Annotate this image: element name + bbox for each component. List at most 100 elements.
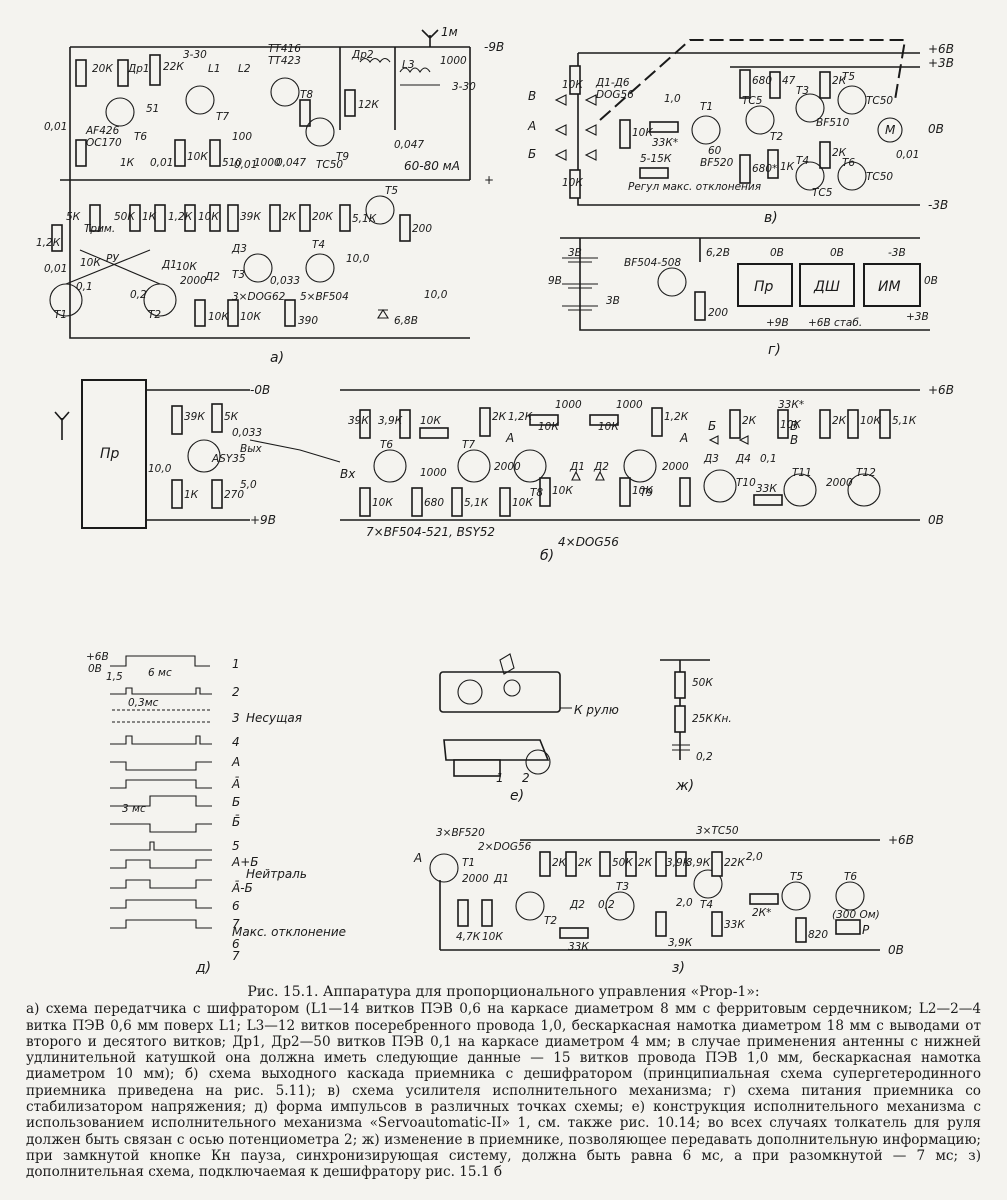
label-d-neutral: Нейтраль xyxy=(246,867,307,881)
label-v-r10k: 10К xyxy=(562,79,583,91)
schematic-g xyxy=(560,237,930,331)
label-a-l3: L3 xyxy=(402,59,415,71)
label-b-transistors: 7×BF504-521, BSY52 xyxy=(366,525,495,539)
schematic-z-labels: +6В 0В 3×BF520 2×DOG56 3×TC50 А T1 2000 … xyxy=(413,825,914,976)
label-a-r100: 100 xyxy=(232,131,252,143)
label-b-r5k: 5К xyxy=(224,411,239,423)
label-a-bf504: 5×BF504 xyxy=(300,291,349,303)
label-b-in: Вх xyxy=(340,467,356,481)
label-v-dog56: DOG56 xyxy=(596,89,634,101)
label-z-dog56: 2×DOG56 xyxy=(478,841,532,853)
label-v-rail-0v: 0В xyxy=(928,122,944,136)
drawing-e xyxy=(439,653,572,777)
schematic-zh xyxy=(660,659,710,760)
label-a-dr2: Др2 xyxy=(351,49,374,61)
label-a-t9: T9 xyxy=(336,151,349,163)
label-b-r680: 680 xyxy=(424,497,444,509)
label-a-r12k-c: 1,2К xyxy=(168,211,193,223)
label-g-bf504: BF504-508 xyxy=(624,257,681,269)
label-z-r2k-b: 2К xyxy=(578,857,593,869)
label-a-c001c: 0,01 xyxy=(234,159,257,171)
label-b-r1k: 1К xyxy=(184,489,199,501)
label-b-c1000c: 1000 xyxy=(420,467,447,479)
label-a-r10k-c: 10К xyxy=(208,311,229,323)
drawing-e-labels: К рулю 1 2 е) xyxy=(496,703,619,804)
label-d-trace-a: А xyxy=(231,755,240,769)
label-d-trace-3: 3 xyxy=(232,711,240,725)
label-b-rail-6v: +6В xyxy=(928,383,954,397)
label-a-oc170: OC170 xyxy=(86,137,122,149)
label-v-r1k: 1К xyxy=(780,161,795,173)
label-d-trace-6b: 6 xyxy=(232,937,240,951)
block-pr-b xyxy=(81,379,147,529)
panel-label-z: з) xyxy=(672,960,685,976)
label-b-r10k-b: 10К xyxy=(538,421,559,433)
label-z-300ohm: (300 Ом) xyxy=(832,909,880,921)
label-zh-25k: 25К xyxy=(692,713,713,725)
label-a-t4: T4 xyxy=(312,239,325,251)
label-g-block-dsh: ДШ xyxy=(813,279,840,295)
panel-label-e: е) xyxy=(510,788,524,804)
label-b-c10: 10,0 xyxy=(148,463,172,475)
schematic-z xyxy=(429,839,880,951)
label-v-rail-6v: +6В xyxy=(928,42,954,56)
label-g-9v-b: +9В xyxy=(766,317,789,329)
label-a-d1: Д1 xyxy=(161,259,177,271)
schematic-v xyxy=(554,39,920,206)
label-z-rail-6v: +6В xyxy=(888,833,914,847)
label-a-r200: 200 xyxy=(412,223,432,235)
label-v-r47: 47 xyxy=(782,75,796,87)
label-d-trace-b: Б xyxy=(232,795,240,809)
label-b-t12: T12 xyxy=(856,467,876,479)
label-a-dr1: Др1 xyxy=(127,63,150,75)
label-g-r200: 200 xyxy=(708,307,728,319)
panel-label-d: д) xyxy=(195,960,211,976)
label-g-3v: 3В xyxy=(568,247,582,259)
label-a-t7: T7 xyxy=(216,111,229,123)
label-b-rail-9v: +9В xyxy=(250,513,276,527)
label-b-t9: T9 xyxy=(640,487,653,499)
label-a-t1: T1 xyxy=(54,309,67,321)
label-z-d1: Д1 xyxy=(493,873,509,885)
label-b-r51k-b: 5,1К xyxy=(892,415,917,427)
label-a-r39k: 39К xyxy=(240,211,261,223)
label-v-bf510: BF510 xyxy=(816,117,850,129)
panel-label-g: г) xyxy=(768,342,781,358)
label-a-c0033: 0,033 xyxy=(270,275,300,287)
label-b-pt-b: Б xyxy=(708,419,716,433)
label-z-bf520: 3×BF520 xyxy=(436,827,485,839)
caption-body: а) схема передатчика с шифратором (L1—14… xyxy=(26,1001,981,1181)
label-b-pt-a2: А xyxy=(679,431,688,445)
label-d-trace-7: 7 xyxy=(232,917,240,931)
label-a-c02: 0,2 xyxy=(130,289,147,301)
label-z-pt-a: А xyxy=(413,851,422,865)
label-g-9v: 9В xyxy=(548,275,562,287)
label-a-ru: РУ xyxy=(106,253,119,265)
label-d-trace-5: 5 xyxy=(232,839,240,853)
label-z-r39k-a: 3,9К xyxy=(666,857,691,869)
label-b-d2: Д2 xyxy=(593,461,609,473)
label-b-r10k-f: 10К xyxy=(552,485,573,497)
label-b-c2000c: 2000 xyxy=(826,477,853,489)
label-z-relay: Р xyxy=(862,923,870,937)
label-b-r10k-e: 10К xyxy=(512,497,533,509)
label-b-diodes: 4×DOG56 xyxy=(558,535,619,549)
label-b-c0033: 0,033 xyxy=(232,427,262,439)
label-d-trace-6: 6 xyxy=(232,899,240,913)
label-zh-kn: Кн. xyxy=(714,713,732,725)
label-d-trace-7b: 7 xyxy=(232,949,240,963)
timing-d-labels: +6В 0В 1,5 6 мс 0,3мс 3 мс Несущая Нейтр… xyxy=(86,651,346,976)
label-b-r10k-c: 10К xyxy=(598,421,619,433)
label-b-r2k-c: 2К xyxy=(832,415,847,427)
block-dsh-g xyxy=(799,263,855,307)
label-b-asy35: ASY35 xyxy=(211,453,246,465)
timing-d xyxy=(110,655,212,929)
label-v-t5: T5 xyxy=(842,71,855,83)
label-b-r2k: 2К xyxy=(492,411,507,423)
label-d-trace-2: 2 xyxy=(232,685,240,699)
label-b-rail-0vb: 0В xyxy=(928,513,944,527)
label-a-r12k: 12К xyxy=(358,99,379,111)
label-a-c330: 3-30 xyxy=(183,49,207,61)
label-z-r22k: 22К xyxy=(724,857,745,869)
label-b-r51k: 5,1К xyxy=(464,497,489,509)
